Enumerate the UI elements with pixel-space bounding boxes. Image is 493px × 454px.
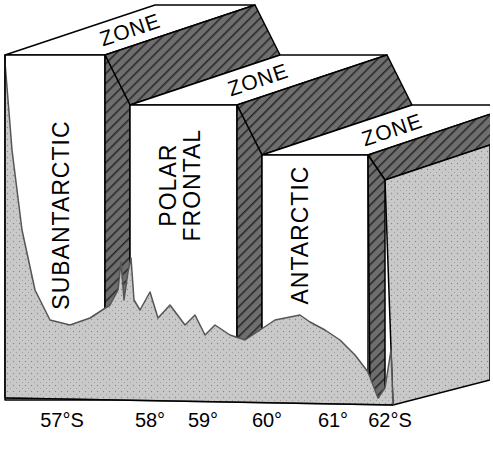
sea-floor [5, 62, 393, 405]
latitude-label: 57°S [40, 409, 84, 431]
zone-label: ZONE [359, 110, 425, 151]
latitude-label: 60° [252, 409, 282, 431]
zone-label: ZONE [97, 10, 163, 51]
end-face [385, 145, 490, 405]
latitude-label: 59° [188, 409, 218, 431]
zone-band: SUBANTARCTIC ZONE [5, 5, 255, 400]
latitude-label: 62°S [368, 409, 412, 431]
latitude-label: 58° [135, 409, 165, 431]
zone-name: POLAR FRONTAL [156, 118, 204, 253]
latitude-label: 61° [318, 409, 348, 431]
front-strip [368, 155, 385, 402]
block-edge [4, 55, 6, 398]
zone-name: SUBANTARCTIC [48, 120, 72, 309]
block-edge [5, 398, 393, 405]
zone-label: ZONE [225, 60, 291, 101]
zone-name: ANTARCTIC [288, 166, 312, 305]
zone-band: POLAR FRONTAL ZONE [130, 55, 387, 400]
zone-band: ANTARCTIC ZONE [262, 105, 490, 400]
